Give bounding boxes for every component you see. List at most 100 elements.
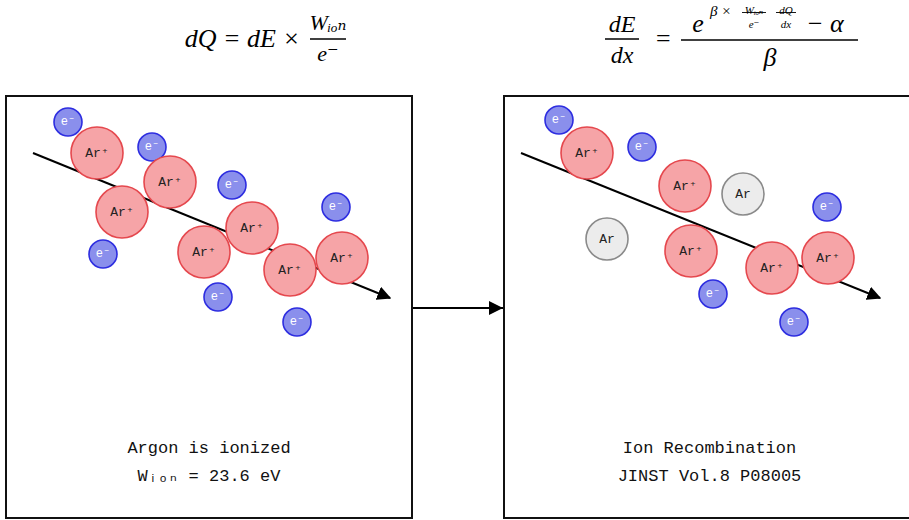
particle-label: e⁻ — [635, 141, 649, 153]
formula-term: = — [654, 24, 672, 53]
formula-term-holder: dx — [611, 43, 634, 67]
electron-circle — [54, 108, 82, 136]
electron-circle — [699, 280, 727, 308]
argon-ion: Ar⁺ — [560, 126, 614, 180]
electron-circle — [628, 133, 656, 161]
electron-circle — [218, 171, 246, 199]
electron: e⁻ — [321, 192, 351, 222]
fraction-bar — [310, 38, 346, 39]
particle-label: Ar⁺ — [110, 206, 133, 219]
particle-label: e⁻ — [552, 114, 566, 126]
argon-ion: Ar⁺ — [70, 126, 124, 180]
argon-ion: Ar⁺ — [225, 201, 279, 255]
flow-arrow — [413, 307, 503, 309]
electron-circle — [89, 240, 117, 268]
argon-ion-circle — [746, 242, 798, 294]
argon-ion-circle — [316, 232, 368, 284]
formula-term-holder: dQ — [779, 0, 792, 18]
particle-label: e⁻ — [225, 179, 239, 191]
argon-ion: Ar⁺ — [658, 159, 712, 213]
particle-label: Ar⁺ — [816, 252, 839, 265]
formula-term-holder: dQ = dE × — [185, 26, 300, 52]
argon-ion: Ar⁺ — [801, 231, 855, 285]
argon-ion-circle — [144, 156, 196, 208]
formula-term-holder: − α — [806, 11, 844, 37]
box-caption: JINST Vol.8 P08005 — [505, 463, 909, 491]
formula-term: dQ = dE × — [185, 24, 300, 53]
formula-term: dx — [611, 42, 634, 68]
argon-ion: Ar⁺ — [263, 243, 317, 297]
formula-term: β — [764, 43, 777, 72]
formula-term-holder: Wᵢₒₙ — [309, 12, 346, 34]
fraction-bar — [605, 38, 639, 39]
formula-term-holder: e⁻ — [317, 43, 338, 65]
electron-circle — [545, 106, 573, 134]
argon-atom-circle — [722, 173, 764, 215]
particle-label: e⁻ — [61, 116, 75, 128]
particle-label: e⁻ — [820, 201, 834, 213]
particle-label: Ar⁺ — [330, 252, 353, 265]
formula-term: dE — [609, 11, 636, 37]
box-caption-group: Argon is ionizedWᵢₒₙ = 23.6 eV — [7, 435, 411, 491]
argon-ion: Ar⁺ — [177, 225, 231, 279]
argon-ion-circle — [178, 226, 230, 278]
particle-label: e⁻ — [211, 291, 225, 303]
formula-term-holder: dE — [609, 12, 636, 36]
particle-label: Ar⁺ — [575, 147, 598, 160]
formula-term: dQ — [779, 4, 792, 16]
particle-label: Ar⁺ — [679, 245, 702, 258]
formula-term: e⁻ — [749, 18, 760, 30]
electron: e⁻ — [217, 170, 247, 200]
particle-label: e⁻ — [290, 316, 304, 328]
particle-label: Ar⁺ — [760, 262, 783, 275]
argon-ion-circle — [71, 127, 123, 179]
argon-atom-circle — [586, 218, 628, 260]
argon-atom: Ar — [721, 172, 765, 216]
box-caption-group: Ion RecombinationJINST Vol.8 P08005 — [505, 435, 909, 491]
electron: e⁻ — [812, 192, 842, 222]
argon-ion: Ar⁺ — [315, 231, 369, 285]
electron: e⁻ — [282, 307, 312, 337]
electron: e⁻ — [53, 107, 83, 137]
formula-term-holder: β × — [710, 2, 731, 20]
particle-label: e⁻ — [329, 201, 343, 213]
electron: e⁻ — [779, 307, 809, 337]
argon-ion-circle — [264, 244, 316, 296]
formula-term: Wᵢₒₙ — [309, 10, 346, 35]
formula-term-holder: = — [654, 26, 672, 52]
argon-ion-circle — [665, 225, 717, 277]
argon-ion: Ar⁺ — [95, 185, 149, 239]
argon-ion: Ar⁺ — [745, 241, 799, 295]
formula-term: − α — [806, 9, 844, 38]
electron: e⁻ — [698, 279, 728, 309]
process-box: Argon is ionizedWᵢₒₙ = 23.6 eV e⁻ e⁻ Ar⁺ Ar⁺… — [5, 95, 413, 519]
particle-label: Ar⁺ — [673, 180, 696, 193]
argon-ion-circle — [659, 160, 711, 212]
electron: e⁻ — [203, 282, 233, 312]
particle-label: Ar⁺ — [240, 222, 263, 235]
particle-label: e⁻ — [706, 288, 720, 300]
electron: e⁻ — [88, 239, 118, 269]
box-caption: Ion Recombination — [505, 435, 909, 463]
particle-label: Ar⁺ — [85, 147, 108, 160]
argon-atom: Ar — [585, 217, 629, 261]
electron-circle — [322, 193, 350, 221]
formula-term-holder: β — [764, 45, 777, 71]
argon-ion-circle — [561, 127, 613, 179]
box-caption: Argon is ionized — [7, 435, 411, 463]
formula-term: e⁻ — [317, 41, 338, 66]
particle-label: Ar — [599, 233, 615, 246]
particle-label: e⁻ — [787, 316, 801, 328]
argon-ion-circle — [802, 232, 854, 284]
electron-circle — [283, 308, 311, 336]
formula-term: e — [692, 9, 704, 38]
formula-term-holder: dx — [781, 14, 791, 32]
formula-term: dx — [781, 18, 791, 30]
argon-ion: Ar⁺ — [664, 224, 718, 278]
particle-label: Ar⁺ — [278, 264, 301, 277]
electron-circle — [204, 283, 232, 311]
electron-circle — [780, 308, 808, 336]
argon-ion: Ar⁺ — [143, 155, 197, 209]
argon-ion-circle — [96, 186, 148, 238]
